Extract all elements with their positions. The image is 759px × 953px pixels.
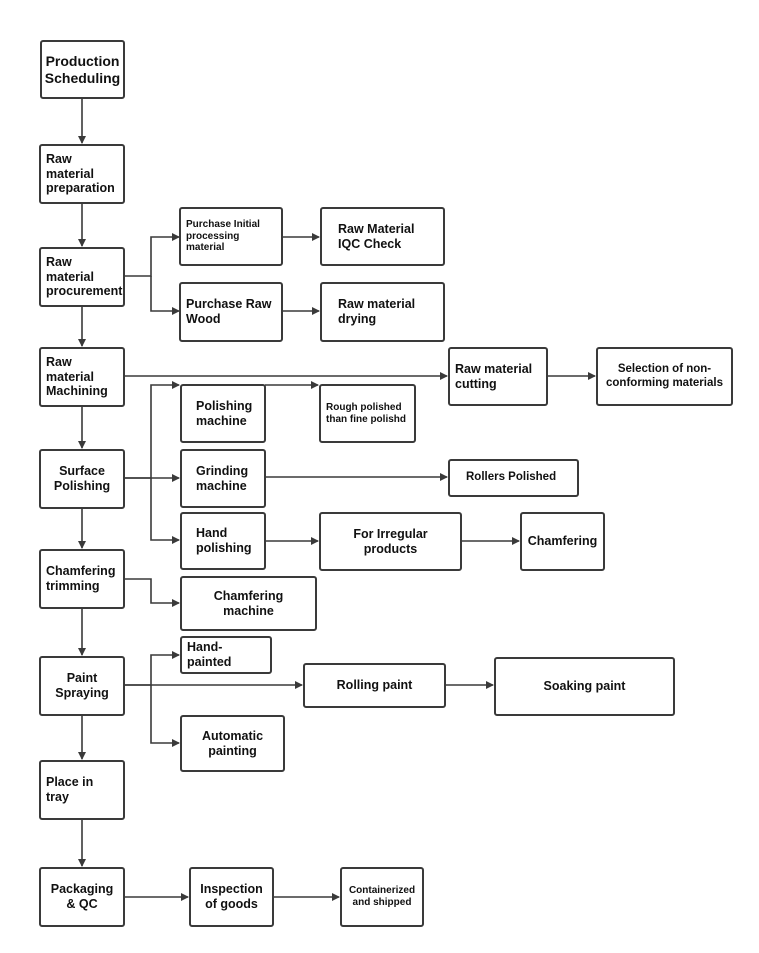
node-label: Chamfering machine xyxy=(213,588,284,618)
node-label: Purchase Raw Wood xyxy=(186,297,272,326)
node-label: Rough polished than fine polishd xyxy=(326,401,406,425)
node-automatic-painting: Automatic painting xyxy=(180,715,285,772)
node-label: Containerized and shipped xyxy=(348,885,416,908)
node-polishing-machine: Polishing machine xyxy=(180,384,266,443)
node-raw-material-drying: Raw material drying xyxy=(320,282,445,342)
node-raw-material-iqc-check: Raw Material IQC Check xyxy=(320,207,445,266)
node-label: Raw material procurement xyxy=(46,254,123,299)
node-rough-polished: Rough polished than fine polishd xyxy=(319,384,416,443)
arrow-procurement-to-raw-wood xyxy=(150,276,180,315)
node-label: Place in tray xyxy=(46,775,94,804)
node-label: Rollers Polished xyxy=(466,471,557,484)
node-label: For Irregular products xyxy=(353,526,428,556)
node-place-in-tray: Place in tray xyxy=(39,760,125,820)
node-raw-material-cutting: Raw material cutting xyxy=(448,347,548,406)
node-label: Paint Spraying xyxy=(55,671,109,700)
node-raw-material-machining: Raw material Machining xyxy=(39,347,125,407)
node-label: Selection of non-conforming materials xyxy=(606,362,723,389)
node-label: Chamfering trimming xyxy=(46,564,116,593)
node-label: Purchase Initial processing material xyxy=(186,218,260,254)
node-label: Grinding machine xyxy=(196,463,249,493)
node-hand-polishing: Hand polishing xyxy=(180,512,266,570)
node-label: Raw material preparation xyxy=(46,151,115,196)
arrow-spraying-to-automatic xyxy=(150,685,180,747)
node-chamfering: Chamfering xyxy=(520,512,605,571)
node-label: Polishing machine xyxy=(196,398,253,428)
node-label: Surface Polishing xyxy=(53,464,111,493)
node-production-scheduling: Production Scheduling xyxy=(40,40,125,99)
node-packaging-qc: Packaging & QC xyxy=(39,867,125,927)
node-grinding-machine: Grinding machine xyxy=(180,449,266,508)
node-for-irregular-products: For Irregular products xyxy=(319,512,462,571)
arrow-spraying-to-hand-painted xyxy=(124,651,180,686)
node-purchase-raw-wood: Purchase Raw Wood xyxy=(179,282,283,342)
node-selection-non-conforming: Selection of non-conforming materials xyxy=(596,347,733,406)
arrow-trimming-to-machine xyxy=(124,578,180,607)
node-hand-painted: Hand-painted xyxy=(180,636,272,674)
node-label: Automatic painting xyxy=(201,728,264,758)
node-paint-spraying: Paint Spraying xyxy=(39,656,125,716)
arrow-polishing-to-polishing-machine xyxy=(124,381,180,479)
node-label: Raw material drying xyxy=(338,297,416,326)
node-label: Rolling paint xyxy=(336,678,413,693)
node-label: Packaging & QC xyxy=(50,882,114,911)
node-purchase-initial-material: Purchase Initial processing material xyxy=(179,207,283,266)
node-rolling-paint: Rolling paint xyxy=(303,663,446,708)
node-label: Soaking paint xyxy=(543,679,626,694)
node-label: Inspection of goods xyxy=(200,882,263,911)
node-raw-material-procurement: Raw material procurement xyxy=(39,247,125,307)
arrow-procurement-to-initial-material xyxy=(124,233,180,277)
node-label: Raw material cutting xyxy=(455,361,533,391)
node-chamfering-machine: Chamfering machine xyxy=(180,576,317,631)
node-inspection-of-goods: Inspection of goods xyxy=(189,867,274,927)
node-surface-polishing: Surface Polishing xyxy=(39,449,125,509)
node-label: Hand polishing xyxy=(196,526,252,555)
node-containerized-shipped: Containerized and shipped xyxy=(340,867,424,927)
node-rollers-polished: Rollers Polished xyxy=(448,459,579,497)
node-label: Raw material Machining xyxy=(46,354,108,399)
node-soaking-paint: Soaking paint xyxy=(494,657,675,716)
node-label: Hand-painted xyxy=(187,640,232,669)
node-raw-material-preparation: Raw material preparation xyxy=(39,144,125,204)
arrow-polishing-to-hand xyxy=(150,478,180,544)
node-label: Raw Material IQC Check xyxy=(338,221,415,251)
node-label: Chamfering xyxy=(527,534,598,549)
node-label: Production Scheduling xyxy=(44,52,121,86)
node-chamfering-trimming: Chamfering trimming xyxy=(39,549,125,609)
